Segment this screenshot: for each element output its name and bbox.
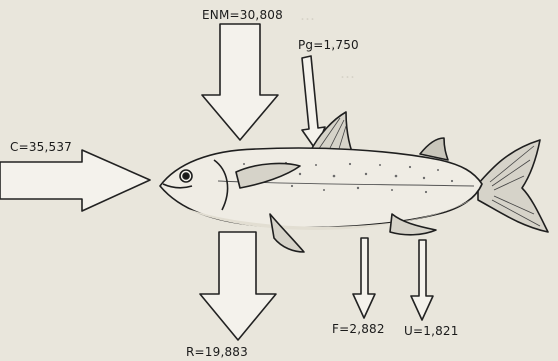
enm-arrow xyxy=(202,24,278,140)
enm-label: ENM=30,808 xyxy=(202,8,283,22)
pg-label: Pg=1,750 xyxy=(298,38,359,52)
svg-text:…: … xyxy=(300,6,315,24)
fish-illustration xyxy=(160,112,548,252)
r-label: R=19,883 xyxy=(186,345,248,359)
u-label: U=1,821 xyxy=(404,324,459,338)
r-arrow xyxy=(200,232,276,340)
f-arrow xyxy=(353,238,375,318)
f-label: F=2,882 xyxy=(332,322,385,336)
u-arrow xyxy=(411,240,433,320)
c-arrow xyxy=(0,150,150,211)
c-label: C=35,537 xyxy=(10,140,72,154)
svg-text:…: … xyxy=(340,64,355,82)
